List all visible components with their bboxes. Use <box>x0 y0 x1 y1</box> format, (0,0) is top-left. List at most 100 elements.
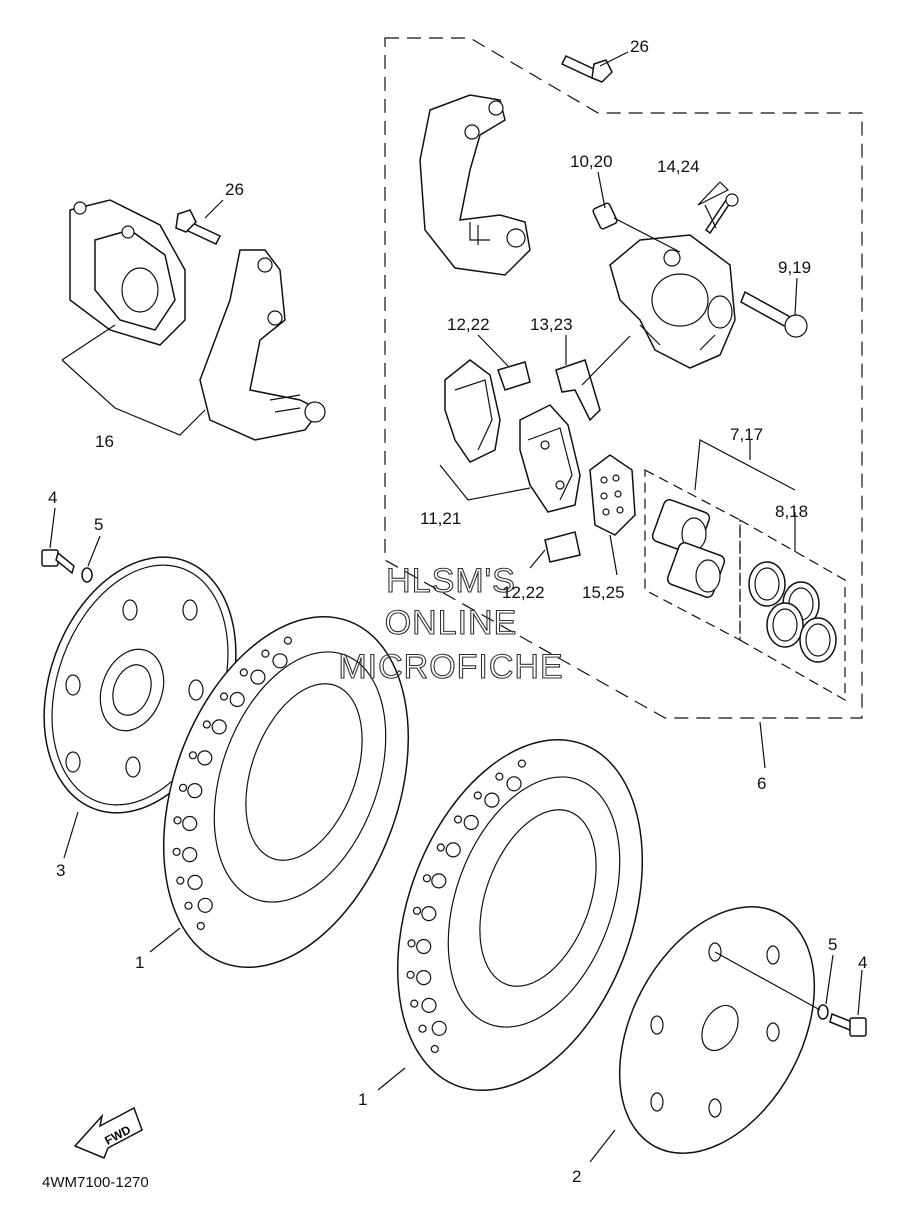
vent-hole <box>406 970 415 979</box>
callout-12-22-upper: 12,22 <box>447 315 490 334</box>
left-caliper-assembly <box>69 199 326 441</box>
callout-26-right: 26 <box>630 37 649 56</box>
vent-hole <box>182 815 198 832</box>
fwd-arrow: FWD <box>73 1106 143 1159</box>
vent-hole <box>430 1044 439 1054</box>
bolt-4-left <box>41 549 75 575</box>
vent-hole <box>431 873 447 889</box>
callout-3: 3 <box>56 861 65 880</box>
vent-hole <box>261 649 270 658</box>
vent-hole <box>418 1024 427 1033</box>
vent-hole <box>196 921 205 931</box>
vent-hole <box>416 938 432 955</box>
caliper-assembly-boundary <box>384 37 863 719</box>
piston-lower <box>666 542 726 598</box>
bleed-screw <box>592 202 681 253</box>
caliper-pin-9 <box>740 290 808 338</box>
disc-hub-right <box>618 906 816 1154</box>
vent-hole <box>202 720 211 729</box>
vent-hole <box>197 897 213 913</box>
callout-7-17: 7,17 <box>730 425 763 444</box>
vent-hole <box>517 759 527 768</box>
vent-hole <box>412 906 422 915</box>
caliper-bracket <box>419 94 531 276</box>
vent-hole <box>436 843 445 852</box>
callout-14-24: 14,24 <box>657 157 700 176</box>
bolt-26-right <box>560 55 613 83</box>
vent-hole <box>187 782 203 799</box>
vent-hole <box>229 691 245 708</box>
callout-6: 6 <box>757 774 766 793</box>
vent-hole <box>445 842 461 858</box>
callout-2: 2 <box>572 1167 581 1186</box>
callout-4-right: 4 <box>858 953 867 972</box>
vent-hole <box>187 874 203 891</box>
vent-hole <box>272 653 288 669</box>
callout-4-left: 4 <box>48 488 57 507</box>
disc-upper-vent-holes <box>172 636 292 931</box>
callout-11-21: 11,21 <box>420 509 461 528</box>
piston-seals <box>748 561 837 663</box>
vent-hole <box>421 997 437 1014</box>
bolt-26-left <box>175 209 222 245</box>
callout-13-23: 13,23 <box>530 315 573 334</box>
brake-pad-front <box>444 359 501 463</box>
vent-hole <box>188 751 197 760</box>
vent-hole <box>197 750 213 766</box>
callout-26-left: 26 <box>225 180 244 199</box>
vent-hole <box>182 846 198 863</box>
vent-hole <box>219 692 229 701</box>
vent-hole <box>416 969 432 986</box>
diagram-code: 4WM7100-1270 <box>42 1174 149 1191</box>
vent-hole <box>407 939 416 948</box>
vent-hole <box>473 791 482 800</box>
callout-5-right: 5 <box>828 935 837 954</box>
brake-disc-upper <box>162 615 410 969</box>
vent-hole <box>506 776 522 792</box>
small-screw-14 <box>704 193 739 235</box>
vent-hole <box>211 719 227 735</box>
vent-hole <box>176 876 185 885</box>
callout-12-22-lower: 12,22 <box>502 583 545 602</box>
pad-clip-12-lower <box>544 531 581 563</box>
washer-5-right <box>817 1004 829 1020</box>
callout-8-18: 8,18 <box>775 502 808 521</box>
callout-16: 16 <box>95 432 114 451</box>
caliper-body <box>609 234 736 369</box>
callout-5-left: 5 <box>94 515 103 534</box>
leader-lines <box>49 51 863 1163</box>
vent-hole <box>495 772 504 781</box>
vent-hole <box>173 816 182 825</box>
vent-hole <box>250 669 266 685</box>
vent-hole <box>421 905 437 922</box>
callout-9-19: 9,19 <box>778 258 811 277</box>
brake-pad-rear <box>519 404 581 513</box>
disc-lower-vent-holes <box>406 759 527 1054</box>
callout-1-lower: 1 <box>358 1090 367 1109</box>
callout-15-25: 15,25 <box>582 583 625 602</box>
vent-hole <box>239 668 248 677</box>
vent-hole <box>431 1020 447 1036</box>
vent-hole <box>178 783 188 792</box>
vent-hole <box>283 636 292 645</box>
watermark-line-3: MICROFICHE <box>338 648 563 686</box>
vent-hole <box>453 815 463 824</box>
pad-spring-13 <box>555 359 601 422</box>
vent-hole <box>484 792 500 808</box>
seal-box <box>739 518 846 702</box>
washer-5-left <box>81 567 93 583</box>
pad-clip-12-upper <box>497 361 531 391</box>
bolt-4-right <box>829 1012 867 1037</box>
callout-10-20: 10,20 <box>570 152 613 171</box>
vent-hole <box>184 901 193 910</box>
vent-hole <box>410 999 419 1008</box>
brake-disc-lower <box>396 738 644 1092</box>
watermark-line-2: ONLINE <box>385 604 518 642</box>
pad-shim-15 <box>589 454 636 536</box>
vent-hole <box>172 847 181 856</box>
vent-hole <box>463 814 479 831</box>
vent-hole <box>422 874 431 883</box>
watermark-line-1: HLSM'S <box>386 562 516 600</box>
callout-1-upper: 1 <box>135 953 144 972</box>
